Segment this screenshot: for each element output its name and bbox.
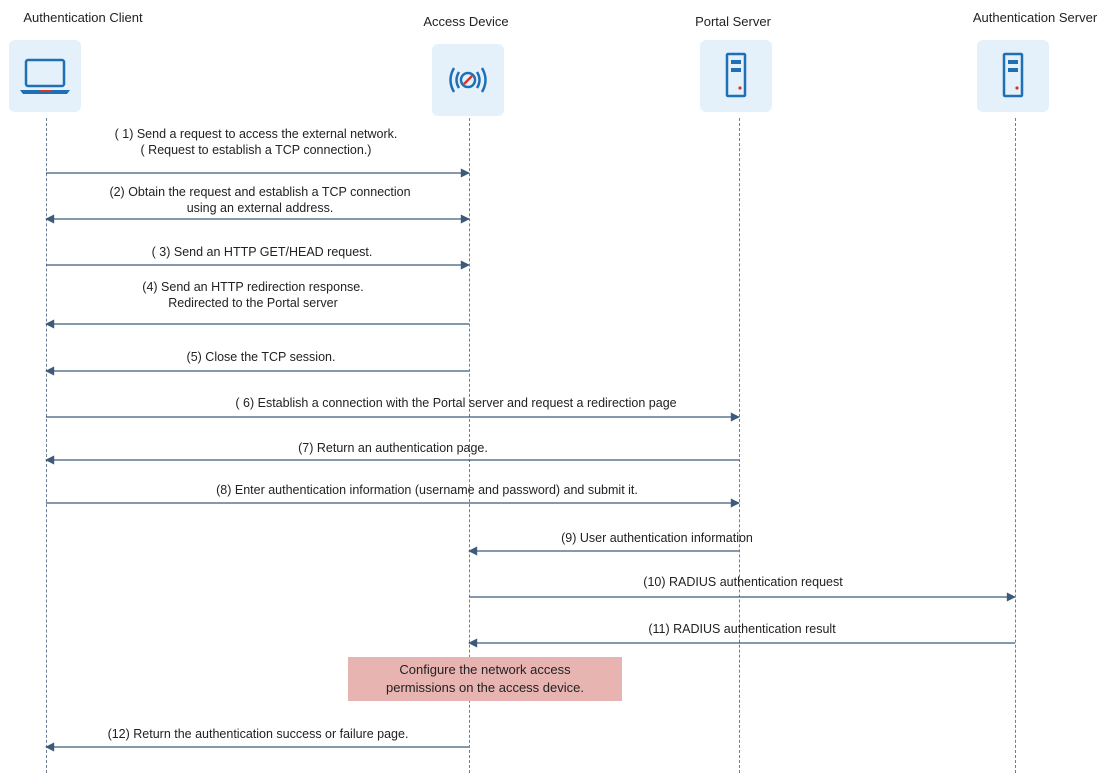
message-label-11: (11) RADIUS authentication result bbox=[648, 621, 835, 637]
wireless-router-icon bbox=[432, 44, 504, 116]
message-label-7: (7) Return an authentication page. bbox=[298, 440, 488, 456]
message-label-1-line1: ( 1) Send a request to access the extern… bbox=[114, 127, 398, 141]
portal-server-icon bbox=[700, 40, 772, 112]
message-label-11-line1: (11) RADIUS authentication result bbox=[648, 622, 836, 636]
message-label-9: (9) User authentication information bbox=[561, 530, 753, 546]
message-label-3: ( 3) Send an HTTP GET/HEAD request. bbox=[152, 244, 373, 260]
message-label-1-line2: ( Request to establish a TCP connection.… bbox=[140, 143, 372, 157]
actor-label-portal-server: Portal Server bbox=[695, 14, 771, 29]
message-label-7-line1: (7) Return an authentication page. bbox=[298, 441, 488, 455]
actor-label-access-device: Access Device bbox=[423, 14, 509, 29]
laptop-icon bbox=[9, 40, 81, 112]
note-line2: permissions on the access device. bbox=[386, 680, 584, 695]
note-line1: Configure the network access bbox=[399, 662, 571, 677]
message-label-2-line2: using an external address. bbox=[186, 201, 334, 215]
authentication-server-icon bbox=[977, 40, 1049, 112]
message-label-1: ( 1) Send a request to access the extern… bbox=[115, 126, 398, 158]
message-label-12: (12) Return the authentication success o… bbox=[108, 726, 409, 742]
message-label-12-line1: (12) Return the authentication success o… bbox=[107, 727, 409, 741]
lifeline-access-device bbox=[469, 118, 470, 773]
actor-label-authentication-server: Authentication Server bbox=[972, 10, 1098, 25]
message-label-4-line2: Redirected to the Portal server bbox=[168, 296, 338, 310]
message-label-4: (4) Send an HTTP redirection response. R… bbox=[142, 279, 363, 311]
access-permission-note: Configure the network access permissions… bbox=[348, 657, 622, 701]
message-label-10-line1: (10) RADIUS authentication request bbox=[643, 575, 843, 589]
message-label-6: ( 6) Establish a connection with the Por… bbox=[235, 395, 676, 411]
lifeline-authentication-client bbox=[46, 118, 47, 773]
message-label-3-line1: ( 3) Send an HTTP GET/HEAD request. bbox=[151, 245, 373, 259]
message-label-5-line1: (5) Close the TCP session. bbox=[186, 350, 336, 364]
lifeline-authentication-server bbox=[1015, 118, 1016, 773]
message-label-2-line1: (2) Obtain the request and establish a T… bbox=[109, 185, 411, 199]
message-label-8: (8) Enter authentication information (us… bbox=[216, 482, 638, 498]
message-label-2: (2) Obtain the request and establish a T… bbox=[109, 184, 410, 216]
message-label-5: (5) Close the TCP session. bbox=[187, 349, 336, 365]
message-label-9-line1: (9) User authentication information bbox=[561, 531, 753, 545]
message-label-4-line1: (4) Send an HTTP redirection response. bbox=[142, 280, 364, 294]
message-label-10: (10) RADIUS authentication request bbox=[643, 574, 842, 590]
message-label-8-line1: (8) Enter authentication information (us… bbox=[216, 483, 638, 497]
actor-label-authentication-client: Authentication Client bbox=[23, 10, 143, 25]
message-label-6-line1: ( 6) Establish a connection with the Por… bbox=[235, 396, 677, 410]
lifeline-portal-server bbox=[739, 118, 740, 773]
